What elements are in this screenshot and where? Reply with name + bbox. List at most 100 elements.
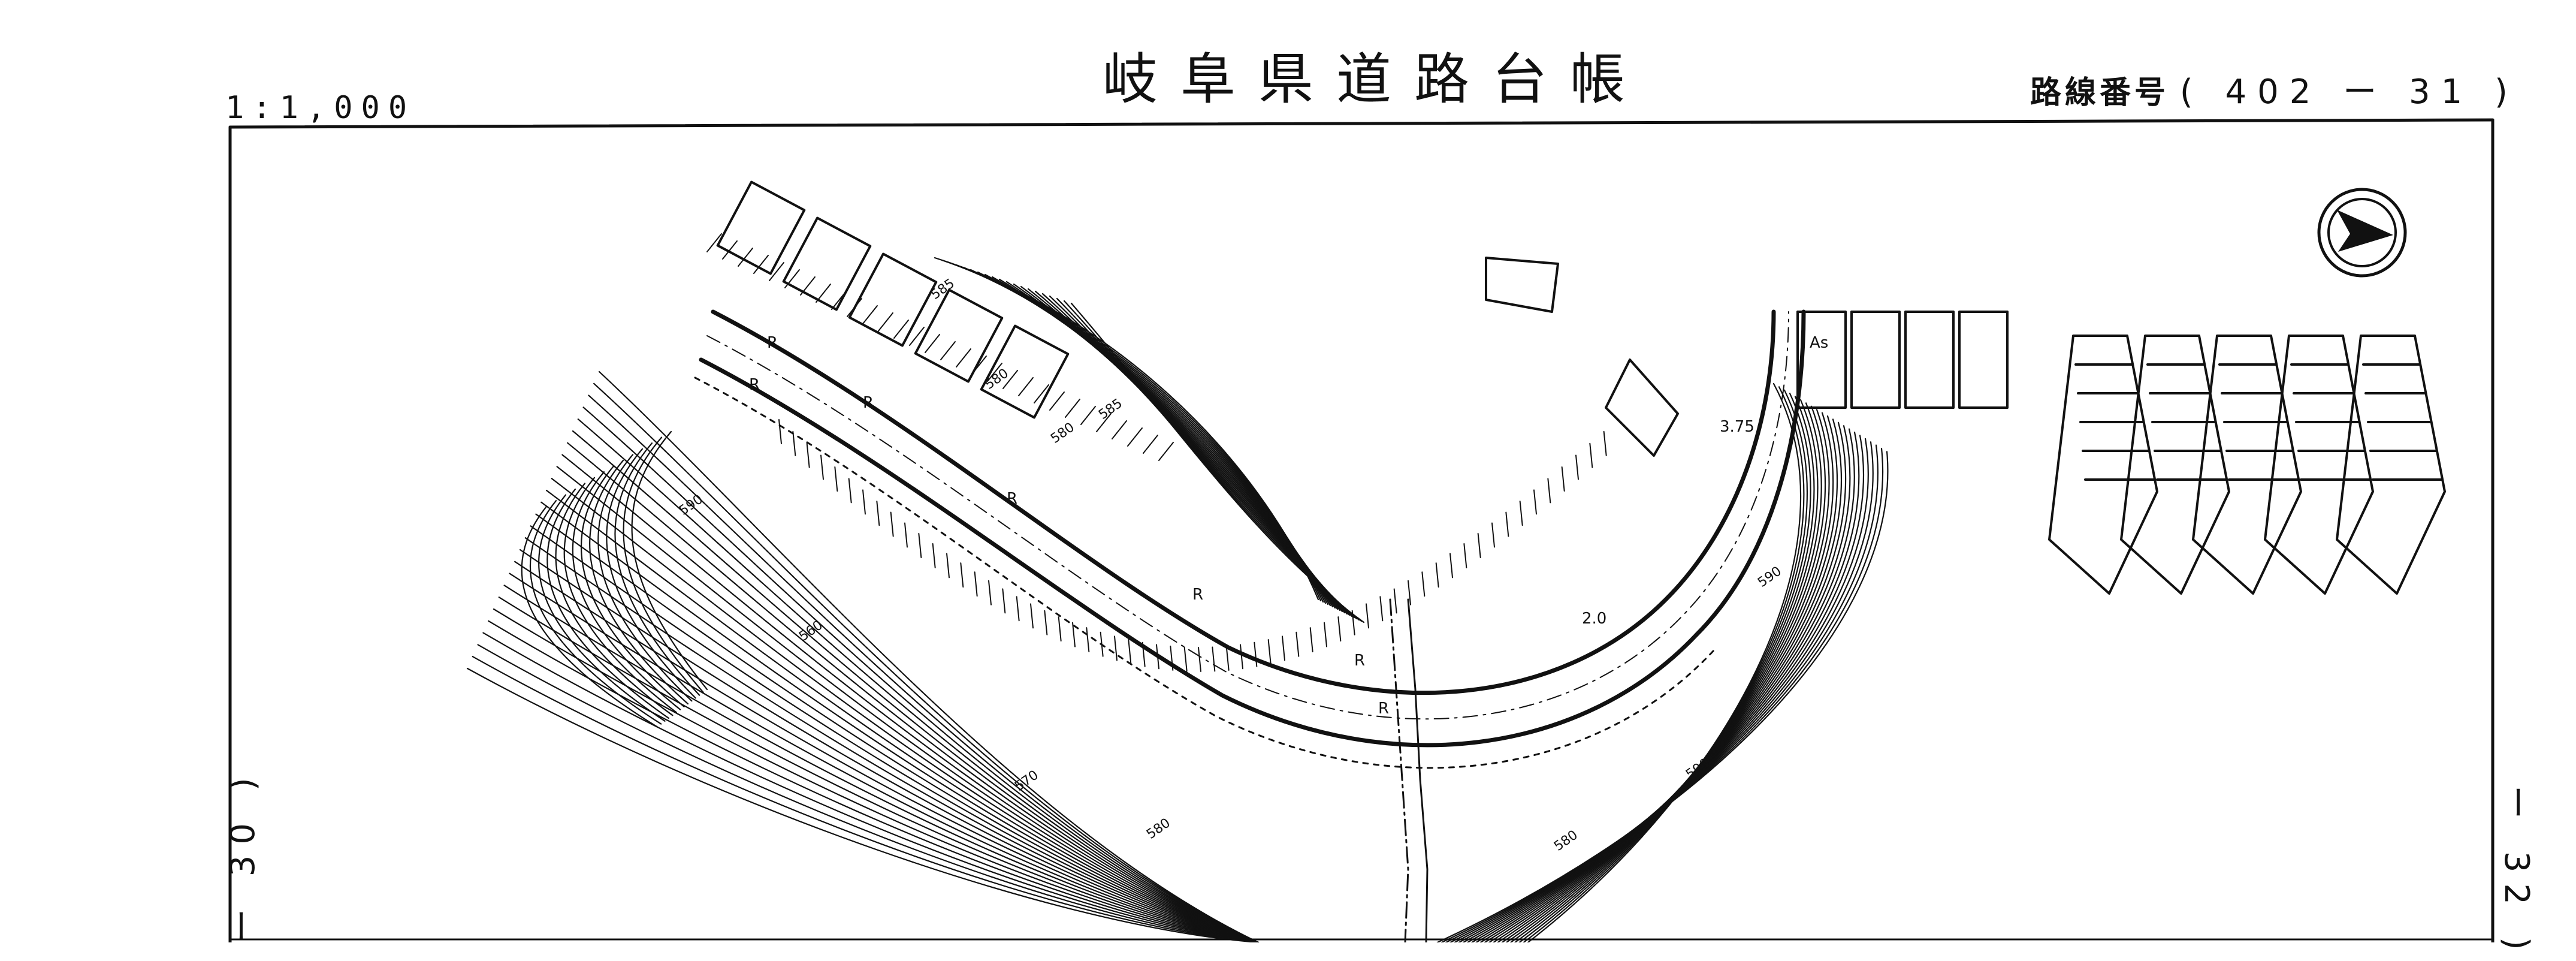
hatch-tick <box>1156 644 1159 670</box>
contour-line <box>1497 405 1826 942</box>
hatch-tick <box>1421 571 1426 597</box>
terrace-block <box>716 180 806 275</box>
hatch-tick <box>893 320 909 339</box>
contour-line <box>1471 425 1851 942</box>
contour-line <box>509 573 1260 942</box>
hatch-tick <box>784 269 800 288</box>
contour-line <box>998 278 1341 611</box>
contour-line <box>991 276 1339 610</box>
contour-line <box>1475 421 1847 942</box>
hatch-tick <box>1366 603 1369 629</box>
contour-line <box>593 382 1260 942</box>
hatch-tick <box>816 284 831 303</box>
hatch-tick <box>1267 639 1272 665</box>
contour-line <box>1454 438 1869 942</box>
hatch-tick <box>1072 622 1076 647</box>
contour-label: 580 <box>1144 815 1173 842</box>
contour-line <box>597 454 693 702</box>
route-number-value: ( 402 ー 31 ) <box>2179 73 2518 112</box>
contour-line <box>1501 402 1822 942</box>
hatch-tick <box>918 533 922 558</box>
contour-line <box>631 430 708 691</box>
road-shoulder <box>694 376 1715 769</box>
hatch-tick <box>1127 427 1143 447</box>
contour-line <box>1514 393 1811 942</box>
contour-line <box>1523 386 1805 942</box>
road-label: As <box>1810 334 1828 352</box>
hatch-tick <box>1141 641 1146 667</box>
hatch-tick <box>1547 478 1551 504</box>
hatch-tick <box>1379 596 1384 622</box>
terrace-block <box>980 324 1070 419</box>
contour-label: 560 <box>796 617 826 644</box>
contour-line <box>561 454 1260 942</box>
contour-line <box>545 489 1260 942</box>
hatch-tick <box>988 580 992 605</box>
hatch-tick <box>1575 454 1579 480</box>
terrace-block <box>848 252 938 347</box>
contour-line <box>1493 409 1830 942</box>
hatch-tick <box>1080 406 1096 425</box>
road-label: 2.0 <box>1582 610 1606 628</box>
contour-line <box>535 513 1260 942</box>
parcel-block <box>2264 335 2374 595</box>
scale-label: 1:1,000 <box>225 90 416 126</box>
hatch-tick <box>904 522 908 548</box>
road-label: 3.75 <box>1720 418 1754 436</box>
contour-line <box>1056 297 1360 621</box>
contour-line <box>472 656 1260 942</box>
hatch-tick <box>946 553 950 579</box>
route-number: 路線番号 ( 402 ー 31 ) <box>2030 65 2518 113</box>
contour-line <box>477 644 1260 942</box>
contour-line <box>1467 428 1855 942</box>
hatch-tick <box>706 233 722 252</box>
hatch-tick <box>1049 391 1065 411</box>
contour-lines <box>466 257 1889 942</box>
contour-line <box>1488 412 1834 942</box>
hatch-tick <box>769 262 784 281</box>
contour-line <box>530 525 1260 942</box>
hatch-tick <box>1491 522 1495 548</box>
contour-line <box>1462 431 1860 942</box>
hatch-tick <box>1002 588 1006 614</box>
hatch-tick <box>792 430 796 456</box>
hatch-tick <box>1112 420 1127 439</box>
contour-line <box>538 494 666 722</box>
contour-label: 580 <box>1551 827 1581 854</box>
hatch-tick <box>1002 370 1018 389</box>
hatch-tick <box>1603 430 1607 456</box>
hatch-tick <box>1282 635 1285 661</box>
contour-line <box>488 620 1260 942</box>
hatch-tick <box>1044 610 1048 635</box>
contour-line <box>614 442 700 696</box>
hatch-tick <box>862 305 878 324</box>
contour-line <box>572 430 1260 942</box>
contour-line <box>521 505 658 728</box>
hatch-tick <box>806 442 810 468</box>
parcel-block <box>2048 335 2158 595</box>
contour-line <box>577 418 1260 942</box>
hatch-tick <box>834 466 838 492</box>
hatch-tick <box>1519 501 1523 526</box>
contour-line <box>1445 444 1879 942</box>
parcel-block <box>2192 335 2302 595</box>
contour-line <box>588 394 1260 942</box>
hatch-tick <box>1212 646 1216 672</box>
hatch-tick <box>722 240 738 260</box>
contour-line <box>1440 447 1884 942</box>
hatch-tick <box>1561 466 1565 492</box>
hatch-tick <box>1058 616 1062 642</box>
road <box>694 309 1806 769</box>
road-label: R <box>1007 490 1017 508</box>
road-edge-outer <box>711 309 1776 695</box>
contour-line <box>1458 435 1864 942</box>
hatch-tick <box>890 511 894 537</box>
contour-line <box>1063 300 1363 622</box>
hatch-tick <box>1143 435 1158 454</box>
contour-line <box>514 561 1260 942</box>
road-label: R <box>863 394 874 412</box>
hatch-tick <box>1158 442 1174 461</box>
building <box>1958 311 2009 409</box>
hatch-tick <box>1114 635 1118 661</box>
